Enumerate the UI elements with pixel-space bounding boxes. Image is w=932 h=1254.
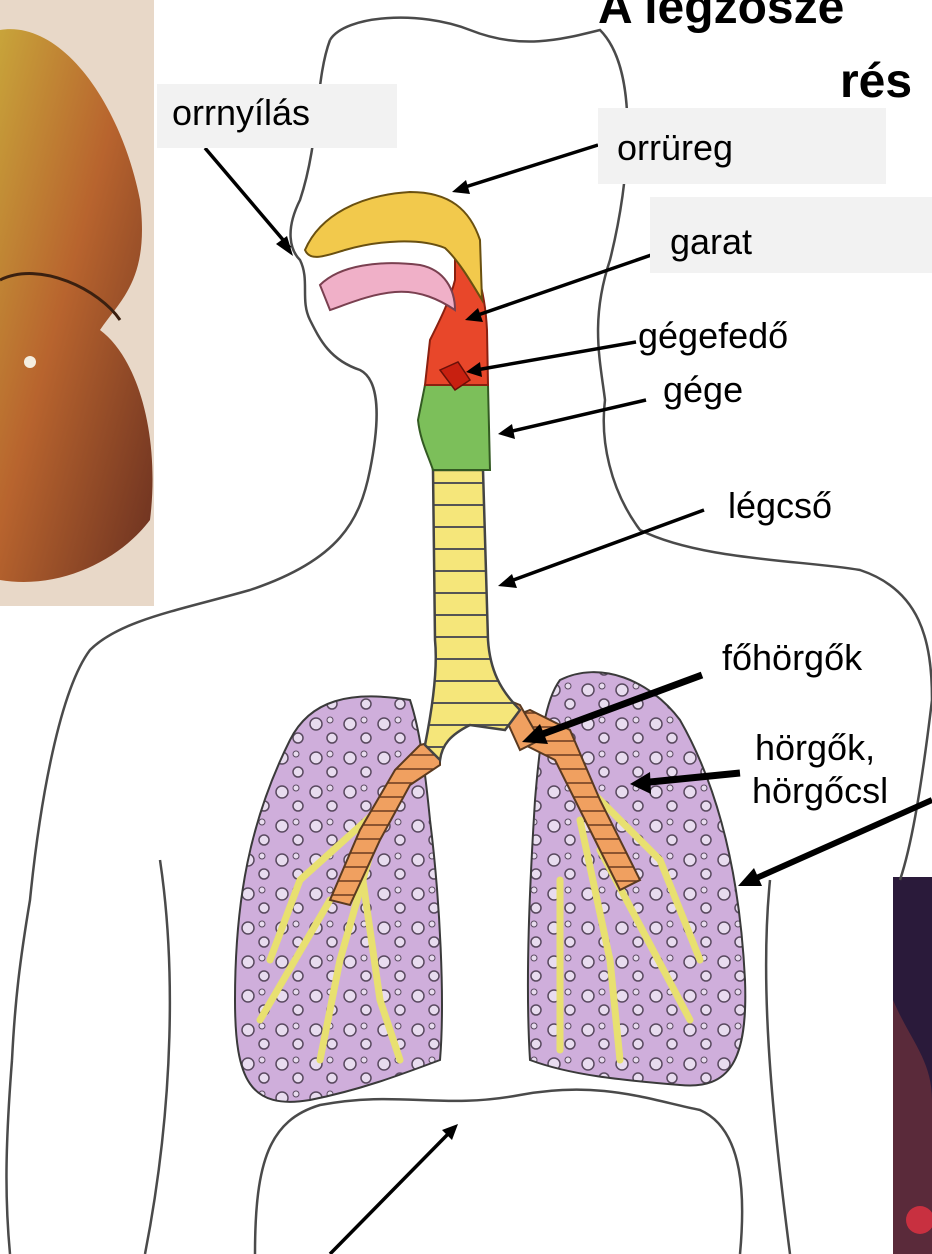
label-orrureg: orrüreg <box>617 130 733 166</box>
arrow-gege <box>508 400 646 432</box>
label-garat: garat <box>670 224 752 260</box>
label-gegefedo: gégefedő <box>638 318 788 354</box>
oral-cavity <box>320 263 455 310</box>
lung-photo <box>0 0 154 606</box>
arrow-gegefedo <box>476 342 636 370</box>
label-gege: gége <box>663 372 743 408</box>
title-line-1: A légzősze <box>598 0 844 32</box>
label-horgok-line1: hörgők, <box>755 730 875 766</box>
label-orrnyilas: orrnyílás <box>172 95 310 131</box>
trachea <box>425 470 520 760</box>
label-fohorgok: főhörgők <box>722 640 862 676</box>
arrow-lung <box>752 800 932 880</box>
arrow-orrnyilas <box>205 148 290 248</box>
label-horgok-line2: hörgőcsl <box>752 773 888 809</box>
bottom-right-photo <box>893 877 932 1254</box>
diaphragm <box>255 1090 742 1254</box>
label-legcso: légcső <box>728 488 832 524</box>
larynx <box>418 385 490 470</box>
arrow-orrureg <box>462 145 598 188</box>
arrow-garat <box>475 252 660 316</box>
title-line-2: rés <box>840 58 912 106</box>
arrow-legcso <box>508 510 704 582</box>
arrow-diaphragm <box>330 1132 450 1254</box>
